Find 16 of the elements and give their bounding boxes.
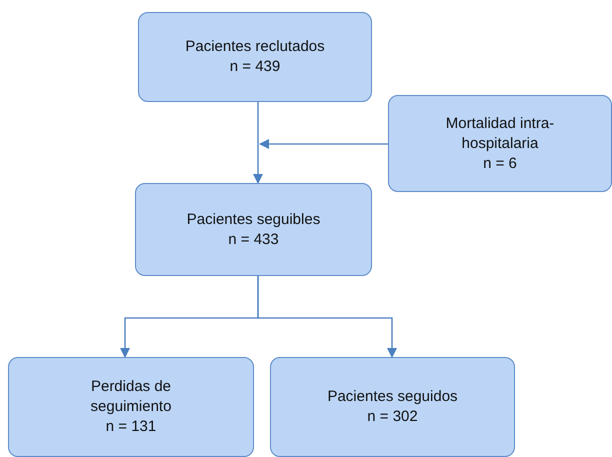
box-text: n = 439 [230, 57, 280, 77]
box-text: n = 302 [367, 407, 418, 427]
process-box [138, 12, 372, 102]
box-text: n = 6 [483, 154, 517, 174]
arrow [253, 102, 263, 184]
process-box [135, 183, 372, 276]
box-text: Pacientes reclutados [185, 37, 325, 57]
box-text: n = 131 [106, 417, 156, 437]
process-box [388, 95, 612, 192]
process-box [270, 357, 515, 457]
box-text: Pacientes seguibles [186, 210, 320, 230]
box-text: n = 433 [228, 230, 279, 250]
arrow [259, 139, 388, 149]
process-box [8, 357, 254, 457]
arrow [257, 276, 397, 358]
box-text: Pacientes seguidos [327, 387, 458, 407]
